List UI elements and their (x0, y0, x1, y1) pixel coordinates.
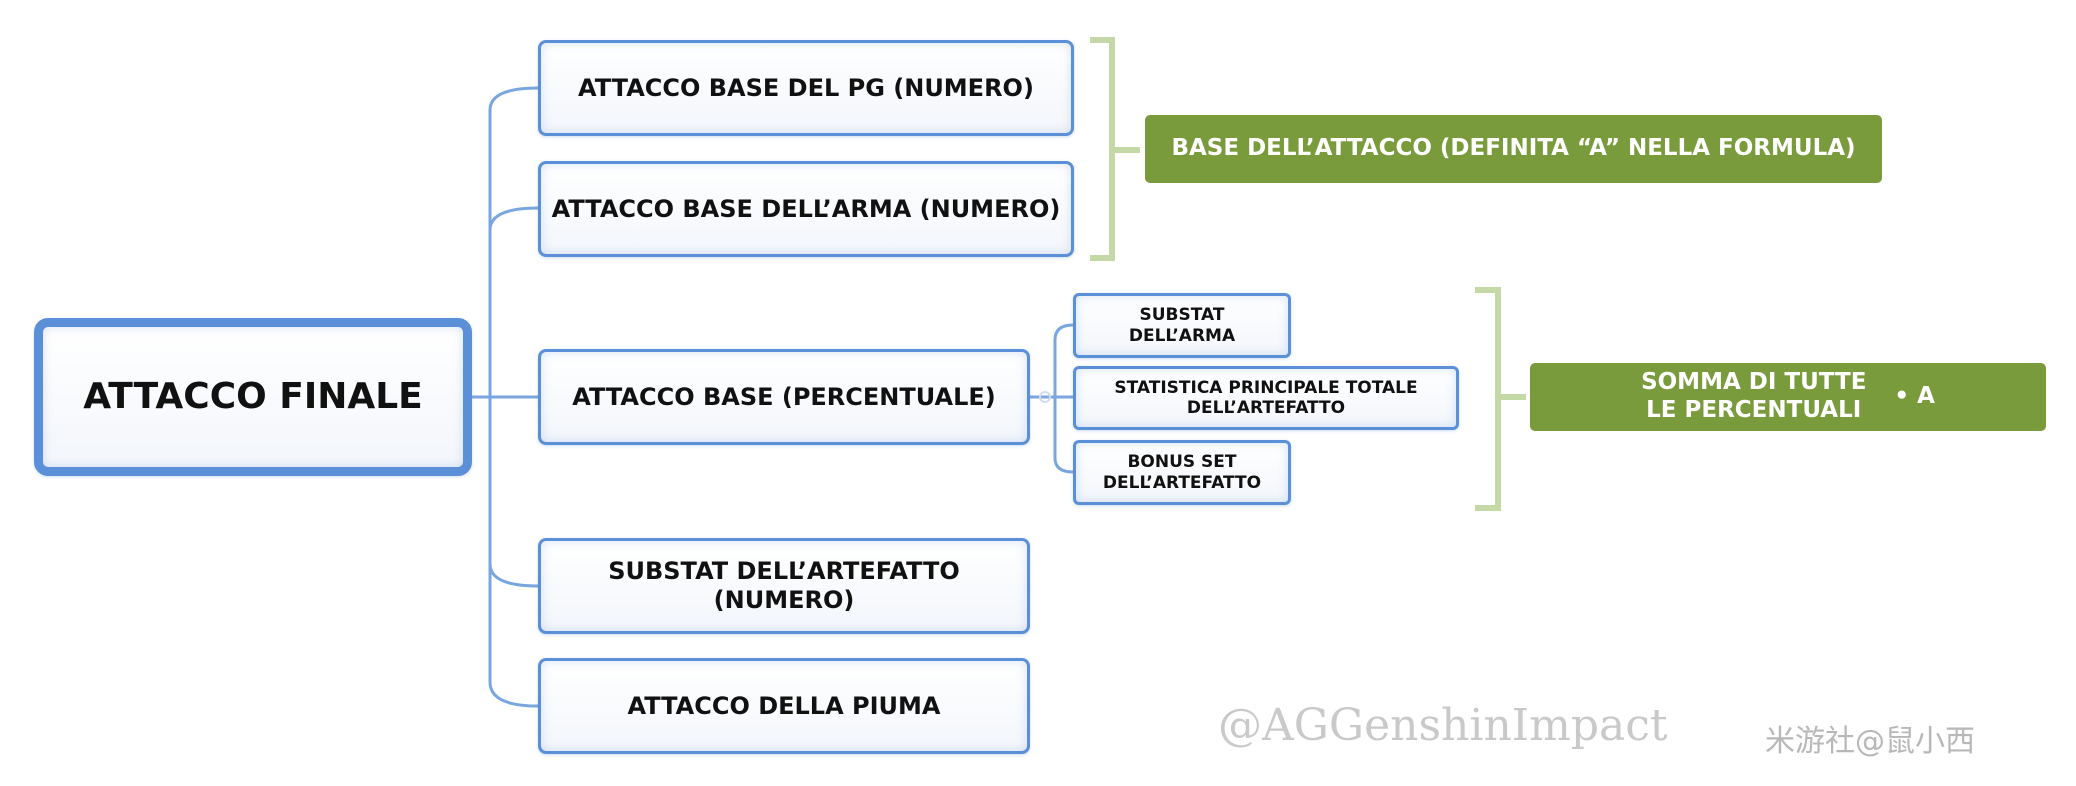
branch-node-2: ATTACCO BASE DELL’ARMA (NUMERO) (538, 161, 1074, 257)
result-percent-multiplier: • A (1894, 383, 1935, 410)
branch-label-3: ATTACCO BASE (PERCENTUALE) (572, 382, 996, 411)
percent-source-label-3: BONUS SET DELL’ARTEFATTO (1102, 452, 1262, 493)
branch-node-1: ATTACCO BASE DEL PG (NUMERO) (538, 40, 1074, 136)
result-percent-sum: SOMMA DI TUTTE LE PERCENTUALI • A (1530, 363, 2046, 431)
main-trunk (488, 86, 539, 708)
root-label: ATTACCO FINALE (83, 376, 423, 418)
watermark-right: 米游社@鼠小西 (1765, 724, 1975, 759)
result-base-attack: BASE DELL’ATTACCO (DEFINITA “A” NELLA FO… (1145, 115, 1882, 183)
branch-connector-2 (488, 206, 539, 231)
watermark-left: @AGGenshinImpact (1218, 700, 1668, 751)
root-node: ATTACCO FINALE (34, 318, 472, 476)
percent-source-label-2: STATISTICA PRINCIPALE TOTALE DELL’ARTEFA… (1114, 377, 1418, 418)
branch-node-4: SUBSTAT DELL’ARTEFATTO (NUMERO) (538, 538, 1030, 634)
percent-junction-dot (1039, 391, 1051, 403)
percent-source-artifact-main: STATISTICA PRINCIPALE TOTALE DELL’ARTEFA… (1073, 366, 1459, 430)
percent-source-weapon-substat: SUBSTAT DELL’ARMA (1073, 293, 1291, 358)
percent-source-label-1: SUBSTAT DELL’ARMA (1128, 305, 1236, 346)
percent-source-set-bonus: BONUS SET DELL’ARTEFATTO (1073, 440, 1291, 505)
bracket-base (1090, 37, 1115, 261)
result-percent-label: SOMMA DI TUTTE LE PERCENTUALI (1641, 369, 1867, 423)
branch-connector-4 (488, 563, 539, 588)
bracket-percent (1475, 287, 1501, 511)
branch-label-4: SUBSTAT DELL’ARTEFATTO (NUMERO) (608, 557, 960, 614)
percent-branches (1053, 323, 1074, 474)
branch-node-3: ATTACCO BASE (PERCENTUALE) (538, 349, 1030, 445)
branch-label-1: ATTACCO BASE DEL PG (NUMERO) (578, 73, 1034, 102)
result-base-label: BASE DELL’ATTACCO (DEFINITA “A” NELLA FO… (1171, 135, 1856, 162)
branch-label-2: ATTACCO BASE DELL’ARMA (NUMERO) (551, 194, 1061, 223)
branch-node-5: ATTACCO DELLA PIUMA (538, 658, 1030, 754)
branch-label-5: ATTACCO DELLA PIUMA (627, 691, 941, 720)
